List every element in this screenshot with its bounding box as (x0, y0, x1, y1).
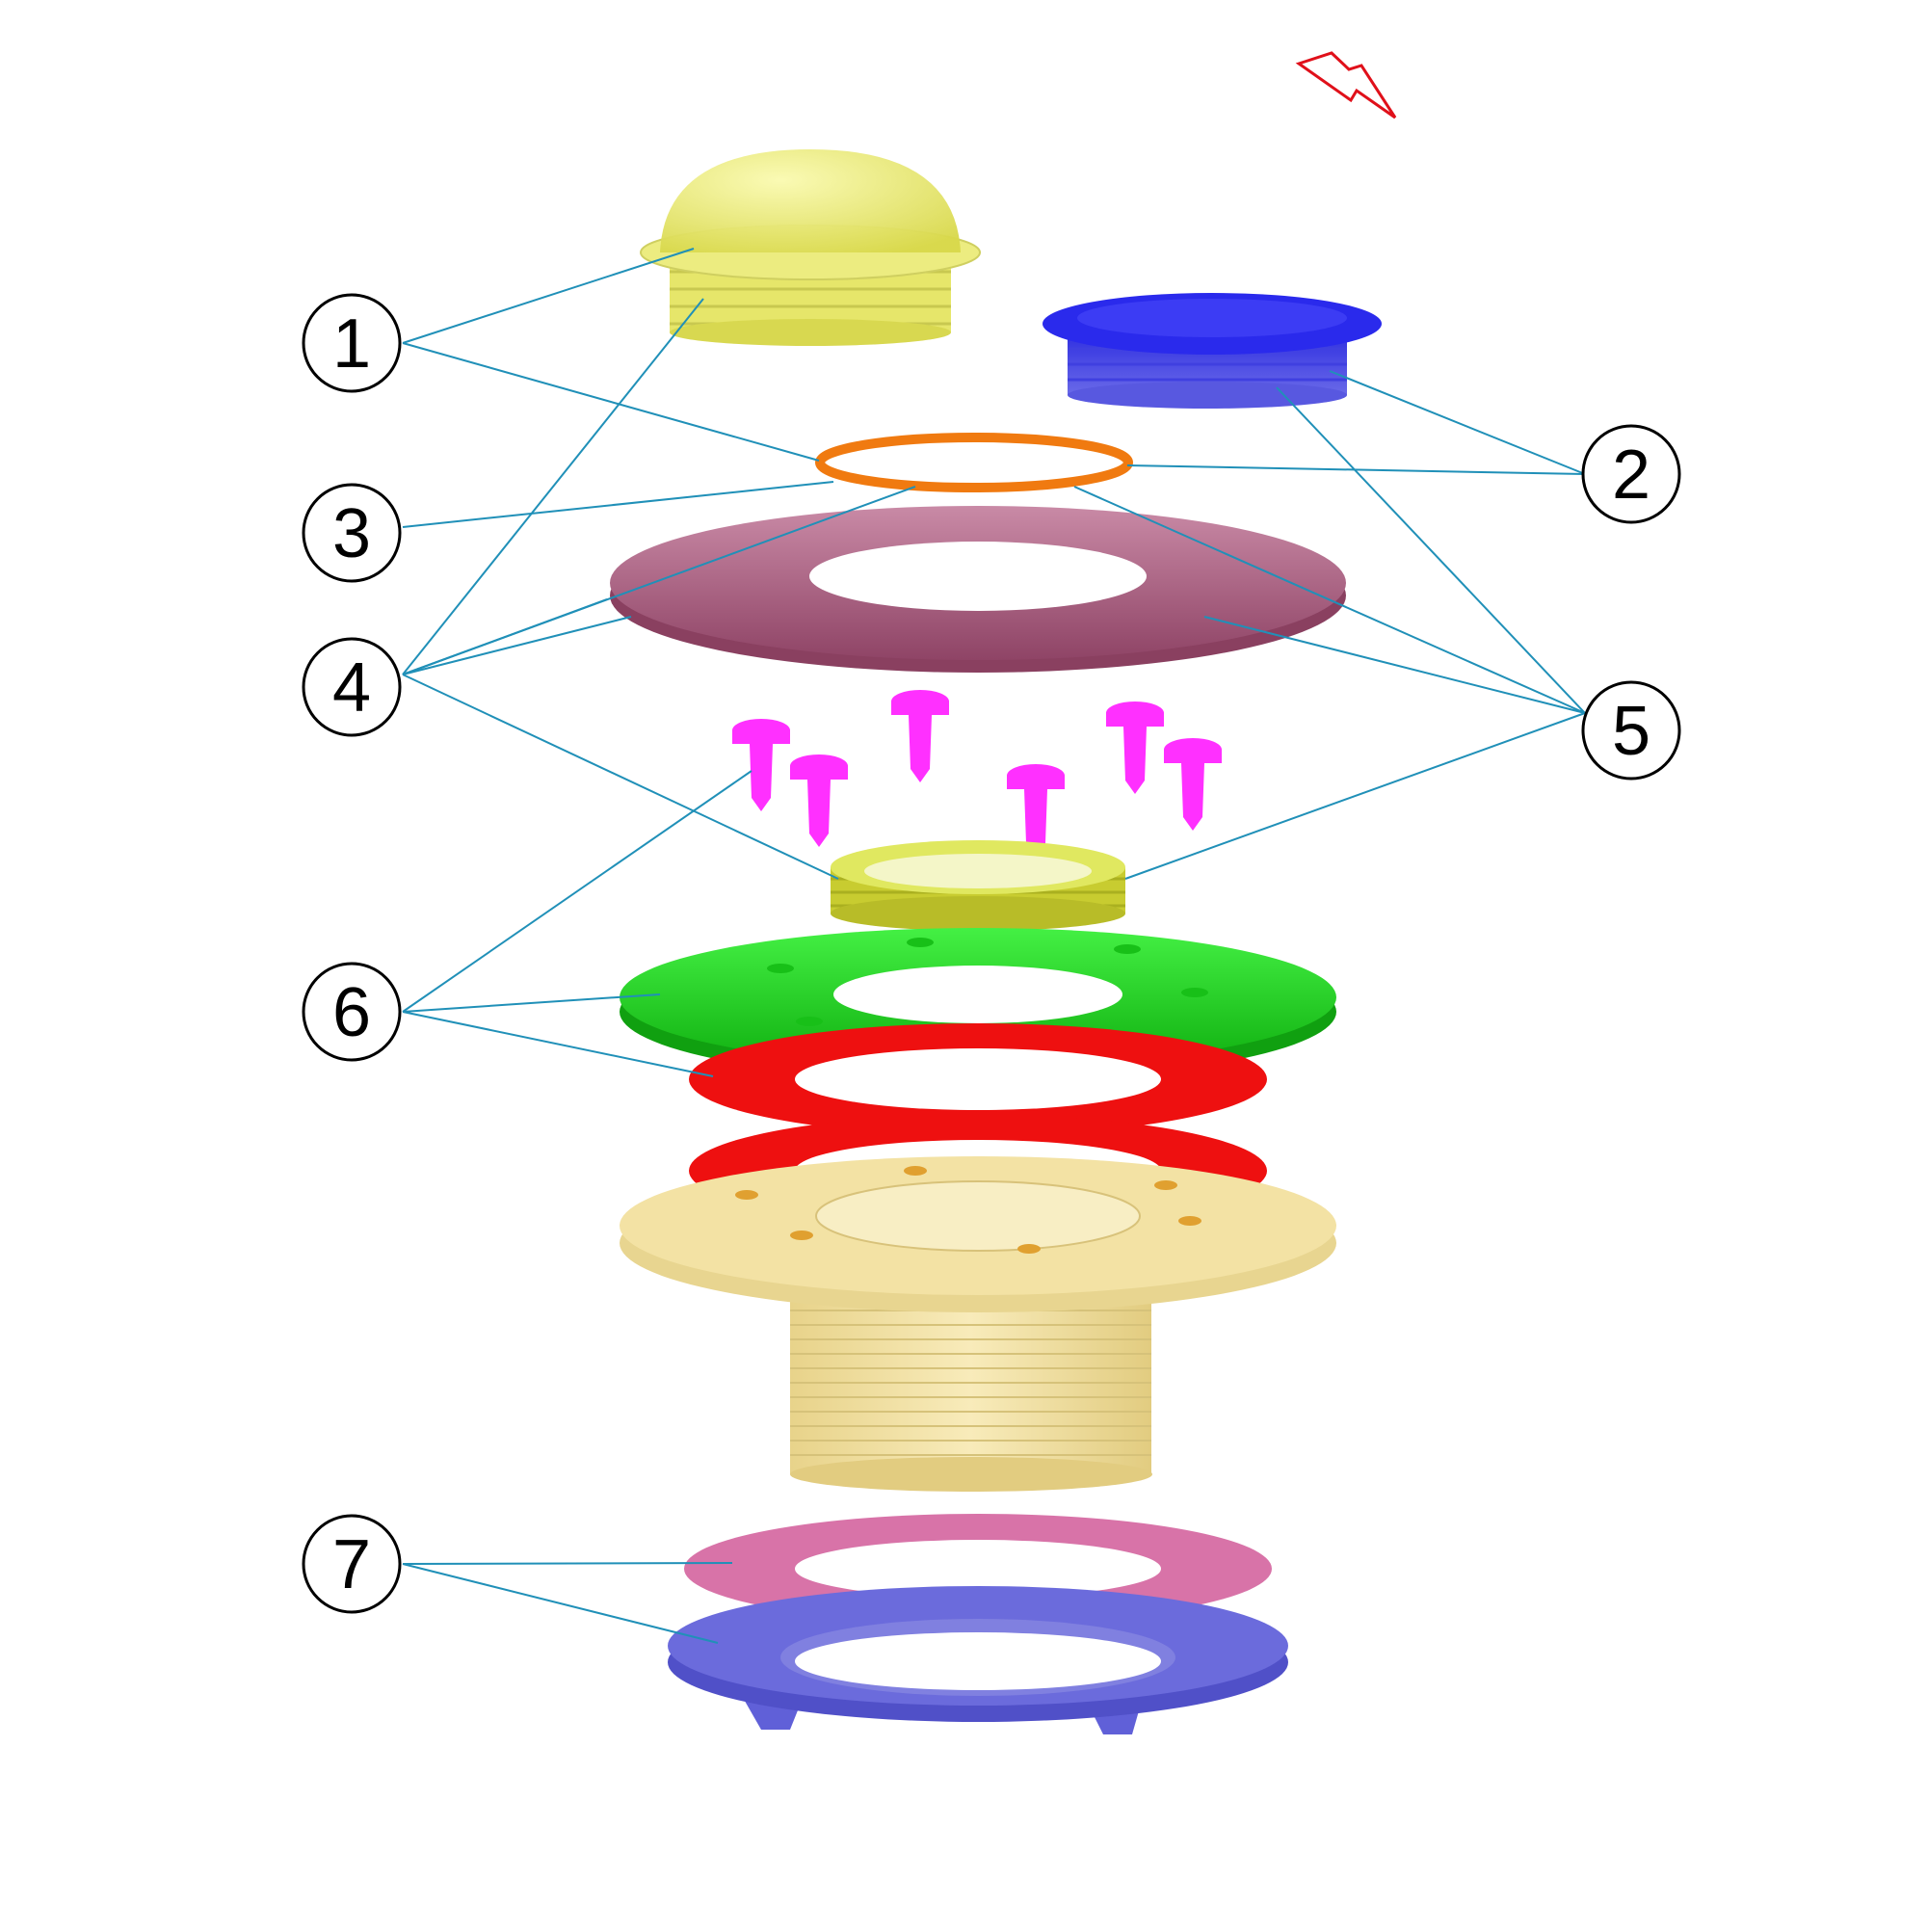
callout-label: 4 (332, 649, 371, 727)
screw (1106, 701, 1164, 794)
gasket-part (689, 1023, 1267, 1135)
lightning-bolt-icon (1295, 51, 1397, 119)
o-ring-part (815, 433, 1133, 492)
callout-label: 3 (332, 495, 371, 572)
callout-label: 1 (332, 305, 371, 383)
screw (1164, 738, 1222, 831)
blue-cap-part (1043, 293, 1382, 409)
callout-6: 6 (302, 962, 402, 1062)
lock-nut-part (668, 1586, 1288, 1734)
callout-1: 1 (302, 293, 402, 393)
callout-5: 5 (1581, 680, 1681, 781)
callout-3: 3 (302, 483, 402, 583)
screw (1007, 764, 1065, 857)
dome-cap-part (640, 149, 981, 346)
threaded-ring-part (831, 840, 1125, 931)
leader-lines (402, 248, 1586, 1644)
callout-4: 4 (302, 637, 402, 737)
screw (790, 754, 848, 847)
callout-7: 7 (302, 1514, 402, 1614)
callout-label: 6 (332, 974, 371, 1051)
screw (891, 690, 949, 782)
screws-group (732, 690, 1222, 857)
trim-flange-part (610, 506, 1346, 673)
callout-2: 2 (1581, 424, 1681, 524)
screw (732, 719, 790, 811)
callout-label: 2 (1612, 437, 1650, 514)
callout-label: 5 (1612, 693, 1650, 770)
callout-label: 7 (332, 1526, 371, 1603)
body-part (620, 1156, 1336, 1492)
